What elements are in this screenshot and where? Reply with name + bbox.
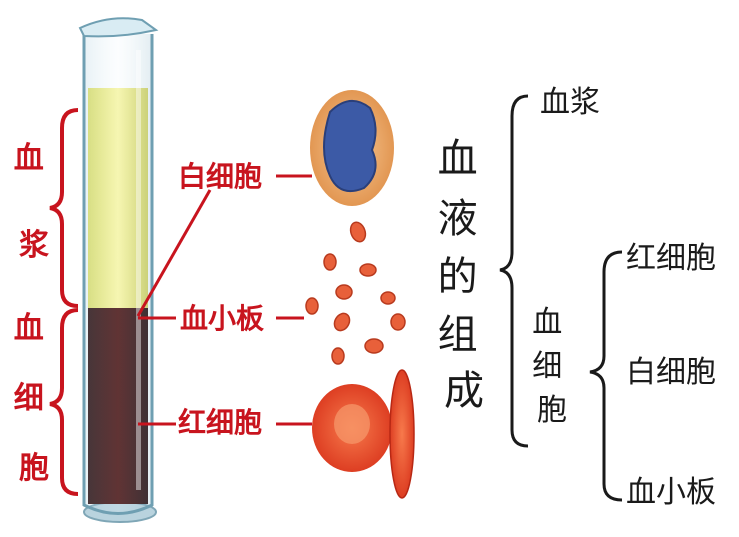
platelet: [331, 347, 345, 365]
platelet-label: 血小板: [180, 302, 264, 335]
platelet: [364, 338, 384, 354]
wbc-label: 白细胞: [178, 160, 262, 193]
platelet: [305, 297, 319, 315]
platelet: [335, 284, 353, 300]
tree-wbc-label: 白细胞: [626, 355, 716, 390]
rbc-center: [334, 404, 370, 444]
tree-root-char-5: 成: [444, 368, 484, 414]
tree-root-char-3: 的: [438, 254, 478, 300]
tree-root-char-1: 血: [438, 136, 478, 182]
tree-cells-char-2: 细: [532, 349, 562, 384]
platelet: [333, 312, 351, 332]
tree-root-char-2: 液: [438, 196, 478, 242]
tree-root-brace: [499, 94, 529, 448]
cells-label-char-1: 血: [14, 311, 44, 346]
cells-brace: [49, 308, 79, 496]
rbc-side: [389, 369, 415, 499]
plasma-brace: [49, 108, 79, 308]
tube-rim: [78, 17, 159, 38]
wbc-nucleus: [323, 100, 377, 192]
tube-glass: [82, 34, 154, 515]
cells-label: 血 细 胞: [14, 311, 54, 486]
wbc-pointer: [136, 189, 212, 317]
tree-cells-label: 血 细 胞: [532, 305, 572, 428]
plasma-label-char-2: 浆: [19, 228, 49, 263]
platelet: [390, 313, 406, 331]
cells-label-char-2: 细: [14, 381, 44, 416]
tree-cells-brace: [589, 250, 623, 502]
tube-highlight: [136, 50, 141, 490]
platelet: [323, 253, 337, 271]
platelet: [349, 221, 367, 243]
cells-label-char-3: 胞: [19, 451, 49, 486]
plasma-label: 血 浆: [14, 141, 54, 263]
tree-platelet-label: 血小板: [626, 475, 716, 510]
tree-root-char-4: 组: [438, 312, 478, 358]
platelets-illustration: [305, 221, 406, 365]
tree-rbc-label: 红细胞: [626, 241, 716, 276]
platelet: [359, 263, 377, 277]
rbc-label: 红细胞: [178, 406, 262, 439]
plasma-label-char-1: 血: [14, 141, 44, 176]
tree-cells-char-3: 胞: [537, 393, 567, 428]
tree-plasma-label: 血浆: [540, 85, 600, 120]
test-tube: [78, 17, 159, 523]
tree-root-label: 血 液 的 组 成: [438, 136, 491, 414]
red-blood-cells-illustration: [312, 369, 415, 499]
white-blood-cell-illustration: [310, 90, 394, 206]
platelet: [380, 291, 396, 305]
tree-cells-char-1: 血: [532, 305, 562, 340]
